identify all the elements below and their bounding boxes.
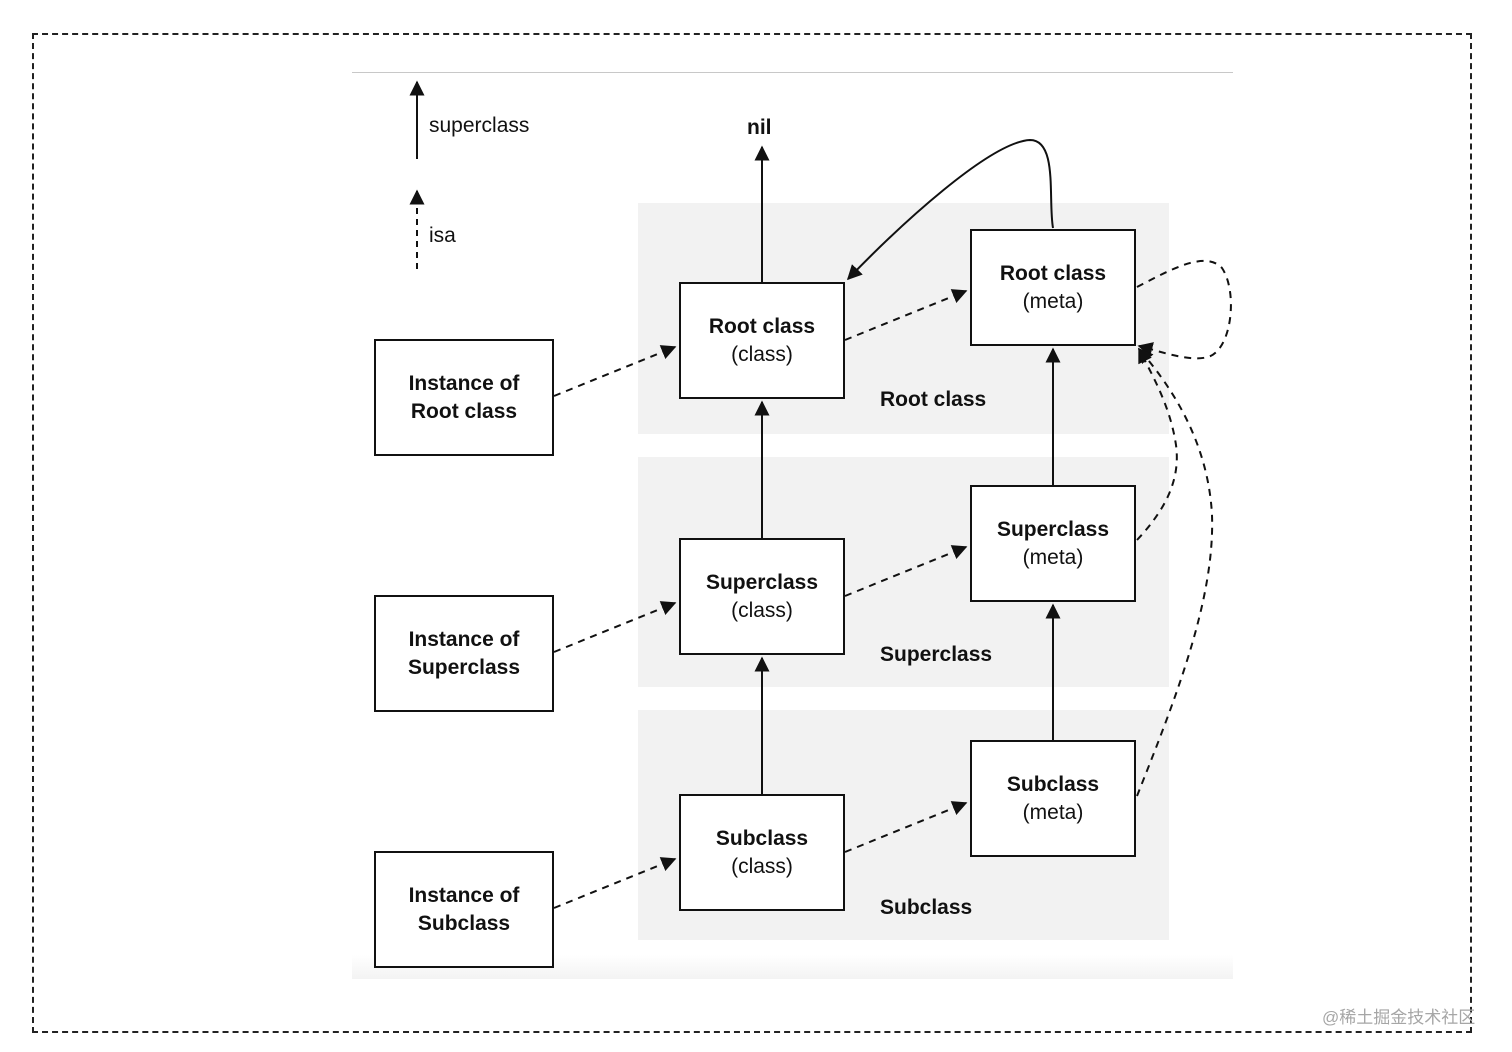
legend-superclass-label: superclass xyxy=(429,114,530,137)
isa-edge-root-meta-self-loop xyxy=(1136,259,1232,360)
root-class-class-node: Root class (class) xyxy=(679,282,845,399)
isa-edge-superclass-instance-to-superclass xyxy=(553,601,677,653)
node-line-1: Instance of xyxy=(408,883,520,907)
isa-edge-root-instance-to-root-class xyxy=(553,345,677,397)
node-name: Subclass xyxy=(715,826,809,850)
root-class-meta-node: Root class (meta) xyxy=(970,229,1136,346)
node-line-1: Instance of xyxy=(408,627,520,651)
band-label-superclass: Superclass xyxy=(880,643,993,666)
band-label-root-class: Root class xyxy=(880,388,987,411)
isa-edge-superclass-to-superclass-meta xyxy=(844,545,968,597)
node-name: Superclass xyxy=(705,570,819,594)
band-label-subclass: Subclass xyxy=(880,896,973,919)
isa-edge-subclass-meta-to-root-meta xyxy=(1136,347,1214,797)
superclass-class-node: Superclass (class) xyxy=(679,538,845,655)
nil-label: nil xyxy=(747,116,772,139)
node-kind: (meta) xyxy=(1022,289,1084,313)
node-line-2: Subclass xyxy=(417,911,511,935)
node-line-2: Root class xyxy=(410,399,518,423)
superclass-edge-root-meta-to-root-class xyxy=(846,138,1054,281)
node-line-2: Superclass xyxy=(407,655,521,679)
node-kind: (class) xyxy=(731,854,793,878)
legend-isa-label: isa xyxy=(429,224,456,247)
instance-of-superclass-node: Instance of Superclass xyxy=(374,595,554,712)
superclass-meta-node: Superclass (meta) xyxy=(970,485,1136,602)
isa-edge-subclass-instance-to-subclass xyxy=(553,857,677,909)
isa-edge-root-class-to-root-meta xyxy=(844,289,968,341)
node-name: Subclass xyxy=(1006,772,1100,796)
top-divider xyxy=(352,72,1233,73)
node-kind: (meta) xyxy=(1022,545,1084,569)
node-line-1: Instance of xyxy=(408,371,520,395)
node-kind: (class) xyxy=(731,342,793,366)
subclass-class-node: Subclass (class) xyxy=(679,794,845,911)
node-name: Root class xyxy=(708,314,816,338)
node-kind: (class) xyxy=(731,598,793,622)
node-name: Root class xyxy=(999,261,1107,285)
isa-edge-subclass-to-subclass-meta xyxy=(844,801,968,853)
node-name: Superclass xyxy=(996,517,1110,541)
node-kind: (meta) xyxy=(1022,800,1084,824)
watermark: @稀土掘金技术社区 xyxy=(1322,1008,1476,1027)
instance-of-subclass-node: Instance of Subclass xyxy=(374,851,554,968)
subclass-meta-node: Subclass (meta) xyxy=(970,740,1136,857)
instance-of-root-class-node: Instance of Root class xyxy=(374,339,554,456)
outer-dashed-frame xyxy=(32,33,1472,1033)
isa-edge-superclass-meta-to-root-meta xyxy=(1136,347,1178,541)
